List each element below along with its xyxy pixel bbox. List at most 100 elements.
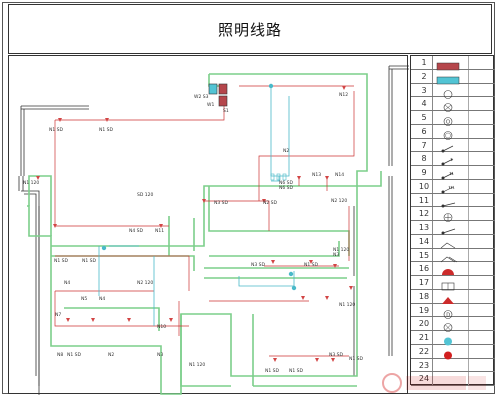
circuit-label: N10 [157, 324, 166, 330]
legend-number: 18 [418, 291, 430, 301]
circuit-label: N8 [57, 352, 63, 358]
legend-number: 1 [421, 58, 427, 67]
legend-number: 20 [418, 319, 430, 329]
circuit-label: N6 SD [279, 185, 294, 191]
legend-row: 6 [411, 125, 495, 140]
legend-number: 21 [418, 333, 430, 342]
fixture-markers [36, 86, 353, 362]
legend-row: 16 [411, 262, 495, 276]
circuit-label: N2 [108, 352, 114, 358]
legend-row: 11 [411, 194, 495, 208]
circuit-label: N12 [339, 92, 348, 98]
legend-number: 14 [418, 236, 430, 246]
circuit-label: N1 120 [333, 247, 349, 253]
circuit-label: N1 SD [349, 356, 364, 362]
cyan-fixtures [101, 83, 297, 291]
circuit-label: N3 SD [251, 262, 266, 268]
legend-description [469, 249, 494, 262]
drawing-title: 照明线路 [217, 20, 282, 39]
lamp-circle-icon [433, 85, 467, 99]
switch-single-icon [433, 140, 467, 152]
watermark-graphic [382, 373, 486, 393]
legend-description [469, 84, 494, 97]
legend-row: 1 [411, 56, 495, 71]
legend-description [469, 111, 494, 124]
title-block: 照明线路 [8, 4, 492, 54]
circuit-label: N1 120 [23, 180, 39, 186]
circuit-label: N5 [81, 296, 87, 302]
circuit-label: N7 [55, 312, 61, 318]
circuit-label: N2 SD [263, 200, 278, 206]
legend-number: 3 [421, 85, 427, 95]
circuit-label: N6 SD [279, 180, 294, 186]
socket-circle-x-icon [433, 318, 467, 333]
circuit-label: N4 [64, 280, 70, 286]
circuit-label: N3 SD [214, 200, 229, 206]
legend-row: 10 [411, 180, 495, 194]
socket-cluster [270, 173, 287, 181]
legend-number: 2 [421, 71, 427, 81]
legend-description [469, 56, 494, 69]
legend-row: 15 [411, 249, 495, 263]
circuit-label: N1 SD [67, 352, 82, 358]
circuit-label: N3 [157, 352, 163, 358]
legend-row: 4 [411, 97, 495, 113]
switch-triple-icon [433, 167, 467, 180]
socket-angled-icon [433, 236, 467, 249]
legend-number: 16 [418, 264, 430, 274]
legend-number: 13 [418, 223, 430, 232]
socket-red-dot-icon [433, 346, 467, 360]
legend-row: 12 [411, 207, 495, 223]
circuit-label: N3 [333, 252, 339, 258]
legend-number: 7 [421, 140, 427, 150]
circuit-label: W2 S3 [194, 94, 209, 100]
legend-row: 20 [411, 317, 495, 333]
legend-description [469, 152, 494, 165]
legend-number: 22 [418, 346, 430, 356]
wiring-red [54, 85, 355, 357]
legend-description [469, 317, 494, 330]
legend-description [469, 262, 494, 275]
legend-row: 7 [411, 139, 495, 153]
legend-row: 21 [411, 331, 495, 346]
legend-row: 17 [411, 276, 495, 291]
circuit-label: N1 SD [265, 368, 280, 374]
circuit-label: N2 120 [137, 280, 153, 286]
legend-row: 9 [411, 166, 495, 180]
legend-number: 19 [418, 305, 430, 315]
socket-red-semicircle-icon [433, 263, 467, 276]
distribution-box-red-icon [433, 57, 467, 71]
circuit-label: N1 SD [304, 262, 319, 268]
circuit-label: N1 120 [339, 302, 355, 308]
legend-description [469, 221, 494, 234]
legend-row: 5 [411, 111, 495, 126]
legend-divider [468, 56, 469, 386]
legend-number: 24 [418, 374, 430, 384]
legend-row: 18 [411, 290, 495, 304]
legend-row: 24 [411, 372, 495, 386]
legend-number: 6 [421, 126, 427, 136]
legend-row: 23 [411, 359, 495, 373]
legend-description [469, 194, 494, 207]
legend-description [469, 166, 494, 179]
circuit-label: N14 [335, 172, 344, 178]
legend-number: 10 [418, 181, 430, 191]
lamp-circle-double-icon [433, 126, 467, 140]
switch-double-icon [433, 153, 467, 166]
legend-row: 13 [411, 221, 495, 235]
legend-number: 4 [421, 99, 427, 109]
switch-quad-icon [433, 181, 467, 194]
svg-text:D: D [446, 312, 450, 318]
legend-row: 2 [411, 70, 495, 84]
circuit-label: N4 SD [129, 228, 144, 234]
legend-description [469, 125, 494, 138]
watermark-logo [372, 368, 492, 398]
circuit-label: N3 SD [329, 352, 344, 358]
legend-description [469, 345, 494, 358]
legend-row: 22 [411, 345, 495, 360]
legend-number: 9 [421, 168, 427, 177]
circuit-label: N1 SD [99, 127, 114, 133]
